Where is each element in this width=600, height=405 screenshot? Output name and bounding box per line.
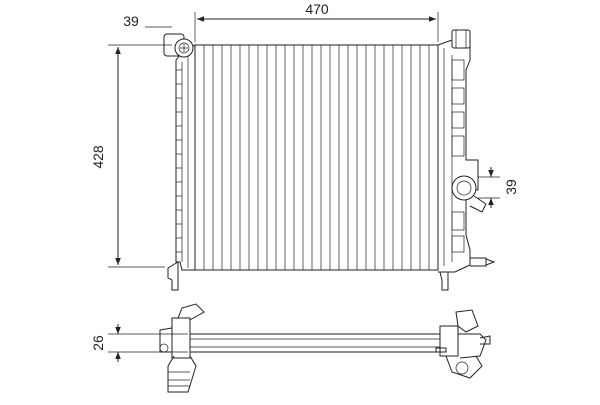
outlet-dimension: 39: [478, 167, 519, 208]
depth-dimension: 26: [90, 324, 188, 362]
height-dimension: 428: [90, 44, 172, 268]
tank-rib: [451, 111, 465, 129]
left-inlet-fitting: [163, 33, 194, 58]
tank-rib: [451, 87, 465, 105]
left-tank: [175, 44, 196, 271]
radiator-front-view: [163, 29, 496, 291]
right-mount-foot: [439, 271, 449, 291]
left-mount-foot: [167, 261, 179, 291]
radiator-core: [194, 44, 439, 271]
tank-rib: [451, 235, 465, 253]
side-core: [189, 333, 441, 353]
side-right-fitting: [435, 309, 491, 379]
outlet-label: 39: [503, 179, 519, 195]
tank-rib: [451, 135, 465, 157]
side-left-fitting: [159, 303, 205, 393]
drain-plug: [470, 257, 496, 267]
cooling-fins: [203, 45, 430, 270]
depth-label: 26: [90, 335, 106, 351]
tank-rib: [451, 59, 465, 81]
inlet-label: 39: [123, 13, 139, 29]
right-top-fitting: [451, 29, 471, 49]
width-label: 470: [305, 1, 329, 17]
tank-rib: [451, 211, 465, 231]
height-label: 428: [90, 145, 106, 169]
right-outlet-fitting: [451, 175, 487, 213]
inlet-dimension: 39: [123, 13, 172, 29]
width-dimension: 470: [194, 1, 439, 42]
radiator-side-view: [159, 303, 491, 393]
